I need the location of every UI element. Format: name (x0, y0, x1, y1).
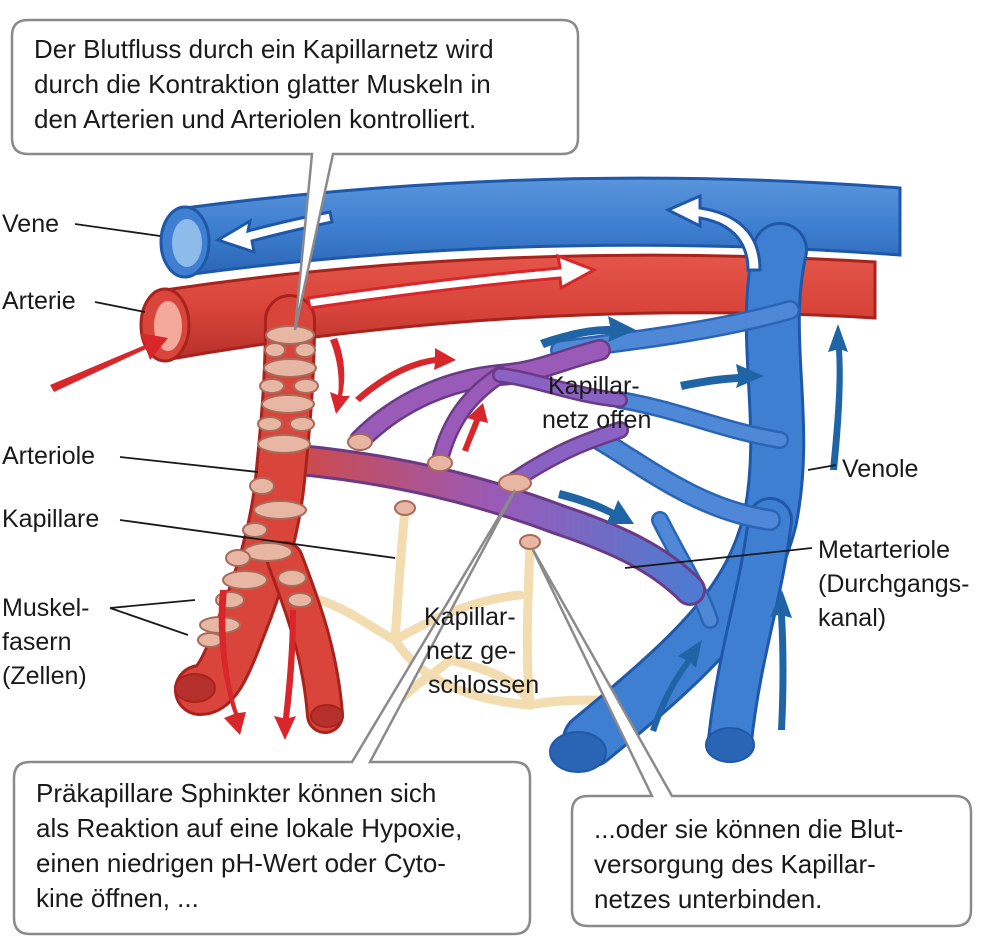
callout-bottom-right-line-1: ...oder sie können die Blut- (594, 814, 903, 844)
label-arteriole: Arteriole (2, 442, 95, 470)
svg-text:durch die Kontraktion glatter: durch die Kontraktion glatter Muskeln in (34, 69, 491, 99)
leader-lines (74, 223, 837, 636)
vein-vessel (159, 176, 902, 279)
callout-top: Der Blutfluss durch ein Kapillarnetz wir… (10, 18, 580, 331)
label-muskelfasern-line-1: Muskel- (2, 594, 90, 622)
label-arterie: Arterie (2, 287, 76, 315)
svg-text:...oder sie können die Blut-: ...oder sie können die Blut- (594, 814, 903, 844)
open-capillary-network (284, 339, 706, 606)
label-netz-geschlossen-line-2: netz ge- (426, 637, 516, 665)
label-netz-geschlossen-line-3: schlossen (428, 671, 539, 699)
arteriole-opening-left (174, 673, 216, 703)
callout-bottom-right-line-2: versorgung des Kapillar- (594, 849, 876, 879)
label-metarteriole-line-2: (Durchgangs- (818, 570, 969, 598)
svg-text:Der Blutfluss durch ein Kapill: Der Blutfluss durch ein Kapillarnetz wir… (34, 34, 494, 64)
callout-bottom-left-line-2: als Reaktion auf eine lokale Hypoxie, (36, 813, 462, 843)
label-venole: Venole (842, 455, 918, 483)
muscle-fibers (197, 325, 319, 648)
callout-bottom-left-line-1: Präkapillare Sphinkter können sich (36, 778, 436, 808)
callout-bottom-right-line-3: netzes unterbinden. (594, 884, 822, 914)
svg-text:kine öffnen, ...: kine öffnen, ... (36, 883, 199, 913)
svg-text:versorgung des Kapillar-: versorgung des Kapillar- (594, 849, 876, 879)
artery-flow-arrow (306, 253, 598, 310)
callout-top-line-2: durch die Kontraktion glatter Muskeln in (34, 69, 491, 99)
svg-text:den Arterien und Arteriolen ko: den Arterien und Arteriolen kontrolliert… (34, 104, 476, 134)
label-muskelfasern-line-3: (Zellen) (2, 662, 87, 690)
venule-opening-right (705, 727, 755, 763)
venule-opening-left (549, 731, 607, 773)
callout-bottom-left-line-4: kine öffnen, ... (36, 883, 199, 913)
callout-bottom-right: ...oder sie können die Blut- versorgung … (530, 547, 973, 928)
svg-text:einen niedrigen pH-Wert oder C: einen niedrigen pH-Wert oder Cyto- (36, 848, 446, 878)
callout-bottom-left-line-3: einen niedrigen pH-Wert oder Cyto- (36, 848, 446, 878)
label-netz-geschlossen-line-1: Kapillar- (424, 603, 516, 631)
callout-bottom-left: Präkapillare Sphinkter können sich als R… (12, 489, 532, 936)
vein-flow-arrow-right (664, 193, 762, 272)
arteriole-opening-right (310, 704, 344, 728)
callout-top-line-1: Der Blutfluss durch ein Kapillarnetz wir… (34, 34, 494, 64)
closed-capillary-network (315, 505, 610, 710)
label-kapillare: Kapillare (2, 505, 99, 533)
label-netz-offen-line-2: netz offen (542, 406, 651, 434)
svg-text:netzes unterbinden.: netzes unterbinden. (594, 884, 822, 914)
label-muskelfasern-line-2: fasern (2, 628, 71, 656)
svg-text:als Reaktion auf eine lokale H: als Reaktion auf eine lokale Hypoxie, (36, 813, 462, 843)
label-metarteriole-line-1: Metarteriole (818, 536, 950, 564)
svg-text:Präkapillare Sphinkter können: Präkapillare Sphinkter können sich (36, 778, 436, 808)
venous-flow-arrows (540, 316, 848, 732)
label-vene: Vene (2, 210, 59, 238)
arterial-flow-arrows (50, 333, 488, 740)
label-netz-offen-line-1: Kapillar- (548, 372, 640, 400)
label-metarteriole-line-3: kanal) (818, 604, 886, 632)
callout-top-line-3: den Arterien und Arteriolen kontrolliert… (34, 104, 476, 134)
